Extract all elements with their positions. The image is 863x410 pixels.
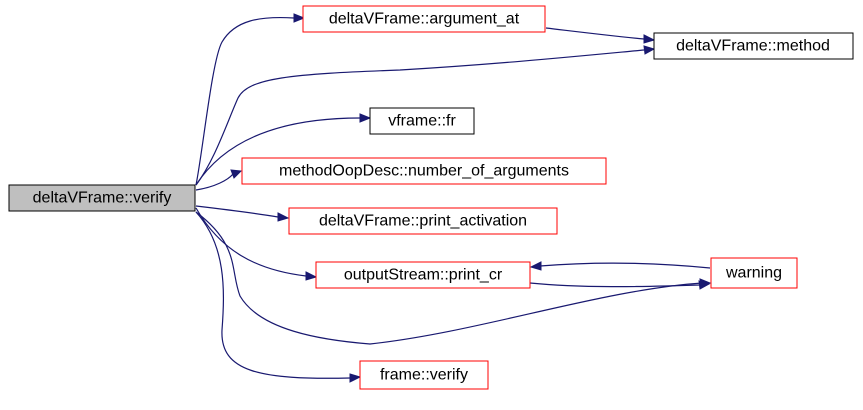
node-frame-verify[interactable]: frame::verify bbox=[359, 360, 489, 390]
edge-verify-to-method bbox=[195, 45, 656, 186]
edge-verify-to-number-of-arguments bbox=[195, 169, 243, 191]
node-number-of-arguments[interactable]: methodOopDesc::number_of_arguments bbox=[241, 157, 607, 185]
node-print-activation[interactable]: deltaVFrame::print_activation bbox=[288, 207, 558, 235]
node-label: warning bbox=[725, 265, 782, 282]
node-label: vframe::fr bbox=[388, 113, 456, 130]
node-verify-root[interactable]: deltaVFrame::verify bbox=[8, 184, 196, 212]
node-argument-at[interactable]: deltaVFrame::argument_at bbox=[302, 5, 546, 33]
node-warning[interactable]: warning bbox=[710, 257, 798, 289]
node-label: deltaVFrame::print_activation bbox=[319, 213, 527, 230]
node-label: frame::verify bbox=[380, 367, 468, 384]
edge-print-cr-to-warning bbox=[529, 280, 711, 290]
edge-warning-to-print-cr bbox=[529, 261, 711, 271]
node-label: deltaVFrame::argument_at bbox=[329, 11, 520, 28]
node-label: outputStream::print_cr bbox=[344, 267, 503, 284]
edge-verify-to-argument-at bbox=[195, 13, 306, 186]
edge-argument-at-to-method bbox=[545, 27, 656, 44]
node-label: methodOopDesc::number_of_arguments bbox=[279, 163, 569, 180]
node-method[interactable]: deltaVFrame::method bbox=[653, 32, 854, 60]
edge-verify-to-print-cr bbox=[195, 207, 318, 281]
node-print-cr[interactable]: outputStream::print_cr bbox=[315, 261, 531, 289]
node-label: deltaVFrame::method bbox=[676, 38, 830, 55]
node-label: deltaVFrame::verify bbox=[33, 190, 172, 207]
edge-verify-to-print-activation bbox=[195, 205, 290, 222]
node-vframe-fr[interactable]: vframe::fr bbox=[369, 107, 475, 135]
edge-verify-to-vframe-fr bbox=[195, 113, 372, 186]
edge-verify-to-frame-verify bbox=[195, 211, 362, 383]
